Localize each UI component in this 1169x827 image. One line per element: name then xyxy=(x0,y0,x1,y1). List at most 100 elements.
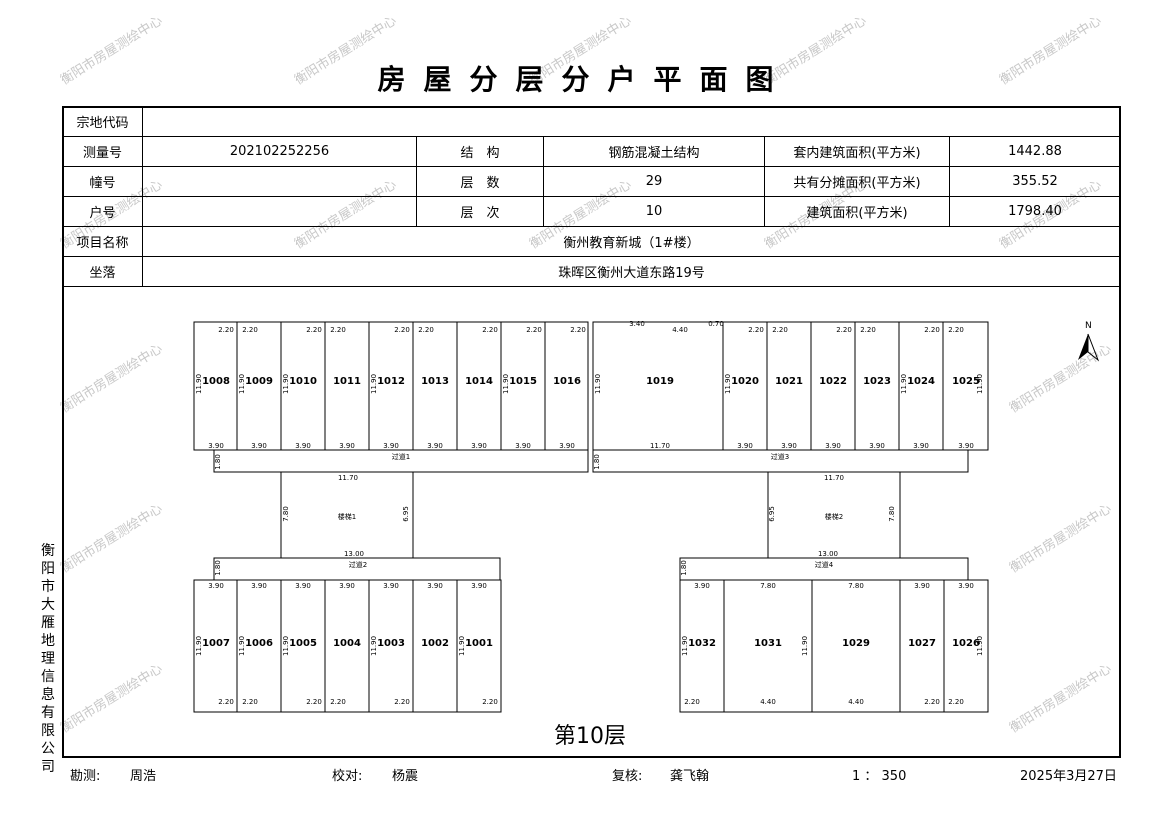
dimension-label: 2.20 xyxy=(218,326,234,334)
date: 2025年3月27日 xyxy=(1020,769,1117,784)
room-label: 1013 xyxy=(421,376,449,387)
parcel-code-value xyxy=(142,106,1121,137)
dimension-label: 11.90 xyxy=(681,636,689,656)
room-label: 1015 xyxy=(509,376,537,387)
dimension-label: 1.80 xyxy=(593,454,601,470)
dimension-label: 2.20 xyxy=(748,326,764,334)
dimension-label: 13.00 xyxy=(818,550,838,558)
dimension-label: 3.90 xyxy=(471,582,487,590)
company-name: 衡阳市大雁地理信息有限公司 xyxy=(41,543,55,775)
room-label: 1026 xyxy=(952,638,980,649)
dimension-label: 3.90 xyxy=(471,442,487,450)
dimension-label: 2.20 xyxy=(218,698,234,706)
floor-label: 层 次 xyxy=(416,196,544,227)
dimension-label: 2.20 xyxy=(860,326,876,334)
dimension-label: 11.90 xyxy=(282,374,290,394)
dimension-label: 7.80 xyxy=(848,582,864,590)
dimension-label: 3.90 xyxy=(208,582,224,590)
page-title: 房屋分层分户平面图 xyxy=(377,63,792,96)
building-value xyxy=(142,166,417,197)
room-label: 1027 xyxy=(908,638,936,649)
dimension-label: 2.20 xyxy=(394,326,410,334)
dimension-label: 11.90 xyxy=(458,636,466,656)
dimension-label: 11.90 xyxy=(238,374,246,394)
parcel-code-label: 宗地代码 xyxy=(62,106,143,137)
dimension-label: 11.70 xyxy=(338,474,358,482)
dimension-label: 2.20 xyxy=(948,326,964,334)
stair-label: 楼梯2 xyxy=(825,512,843,521)
floors-value: 29 xyxy=(543,166,765,197)
review-person: 龚飞翰 xyxy=(670,769,710,784)
dimension-label: 3.90 xyxy=(208,442,224,450)
inner-area-value: 1442.88 xyxy=(949,136,1121,167)
dimension-label: 11.90 xyxy=(976,374,984,394)
dimension-label: 3.90 xyxy=(694,582,710,590)
room-label: 1022 xyxy=(819,376,847,387)
dimension-label: 3.90 xyxy=(295,442,311,450)
dimension-label: 11.90 xyxy=(976,636,984,656)
dimension-label: 3.90 xyxy=(869,442,885,450)
dimension-label: 2.20 xyxy=(330,698,346,706)
room-label: 1031 xyxy=(754,638,782,649)
scale: 1 ： 350 xyxy=(852,769,907,784)
location-value: 珠晖区衡州大道东路19号 xyxy=(142,256,1121,287)
dimension-label: 11.90 xyxy=(801,636,809,656)
north-arrow-icon xyxy=(1078,334,1088,360)
dimension-label: 6.95 xyxy=(768,506,776,522)
dimension-label: 2.20 xyxy=(418,326,434,334)
dimension-label: 11.90 xyxy=(724,374,732,394)
dimension-label: 3.40 xyxy=(629,320,645,328)
dimension-label: 7.80 xyxy=(282,506,290,522)
room-label: 1029 xyxy=(842,638,870,649)
room-label: 1025 xyxy=(952,376,980,387)
dimension-label: 11.90 xyxy=(502,374,510,394)
room-label: 1024 xyxy=(907,376,935,387)
room-label: 1023 xyxy=(863,376,891,387)
dimension-label: 6.95 xyxy=(402,506,410,522)
room-label: 1006 xyxy=(245,638,273,649)
dimension-label: 11.90 xyxy=(195,374,203,394)
dimension-label: 11.90 xyxy=(282,636,290,656)
dimension-label: 4.40 xyxy=(848,698,864,706)
room-label: 1001 xyxy=(465,638,493,649)
room-label: 1011 xyxy=(333,376,361,387)
room-label: 1020 xyxy=(731,376,759,387)
room-label: 1003 xyxy=(377,638,405,649)
dimension-label: 3.90 xyxy=(781,442,797,450)
survey-person: 周浩 xyxy=(130,769,157,784)
north-label: N xyxy=(1085,321,1092,331)
floor-label: 第10层 xyxy=(554,724,626,749)
check-person: 杨震 xyxy=(392,769,419,784)
room-label: 1009 xyxy=(245,376,273,387)
total-area-value: 1798.40 xyxy=(949,196,1121,227)
room-label: 1005 xyxy=(289,638,317,649)
dimension-label: 2.20 xyxy=(306,698,322,706)
room-label: 1002 xyxy=(421,638,449,649)
dimension-label: 3.90 xyxy=(295,582,311,590)
project-label: 项目名称 xyxy=(62,226,143,257)
dimension-label: 11.70 xyxy=(824,474,844,482)
dimension-label: 2.20 xyxy=(924,698,940,706)
dimension-label: 2.20 xyxy=(948,698,964,706)
dimension-label: 11.90 xyxy=(195,636,203,656)
room-label: 1014 xyxy=(465,376,493,387)
dimension-label: 2.20 xyxy=(772,326,788,334)
survey-no-label: 测量号 xyxy=(62,136,143,167)
dimension-label: 3.90 xyxy=(515,442,531,450)
dimension-label: 7.80 xyxy=(760,582,776,590)
room-label: 1007 xyxy=(202,638,230,649)
corridor-label: 过道1 xyxy=(392,452,410,461)
dimension-label: 3.90 xyxy=(339,442,355,450)
dimension-label: 4.40 xyxy=(760,698,776,706)
shared-area-label: 共有分摊面积(平方米) xyxy=(764,166,950,197)
dimension-label: 1.80 xyxy=(214,560,222,576)
dimension-label: 2.20 xyxy=(684,698,700,706)
floor-plan: N 1008 1009 1010 1011 1012 1013 1014 101… xyxy=(193,320,1100,713)
survey-label: 勘测: xyxy=(70,769,101,784)
room-label: 1021 xyxy=(775,376,803,387)
dimension-label: 3.90 xyxy=(251,582,267,590)
dimension-label: 3.90 xyxy=(339,582,355,590)
dimension-label: 3.90 xyxy=(383,582,399,590)
dimension-label: 2.20 xyxy=(482,326,498,334)
building-label: 幢号 xyxy=(62,166,143,197)
